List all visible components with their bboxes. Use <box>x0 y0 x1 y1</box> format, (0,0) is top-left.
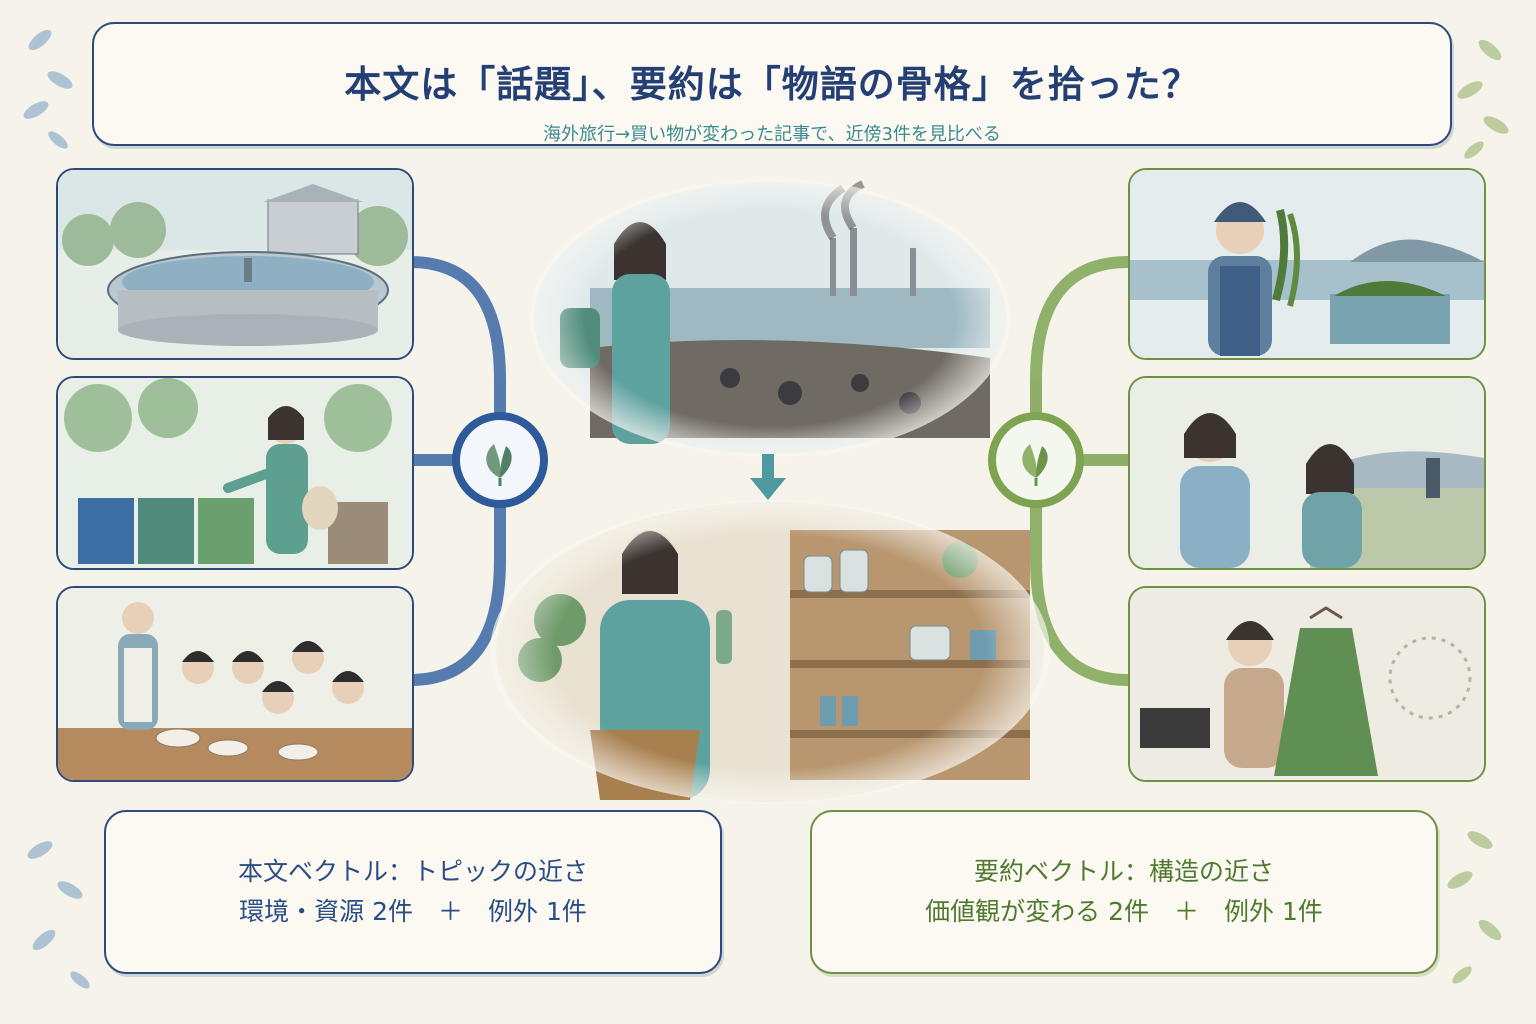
water-treatment-illustration <box>58 170 412 358</box>
title-box: 本文は「話題」、要約は「物語の骨格」を拾った？ 海外旅行→買い物が変わった記事で… <box>92 22 1452 146</box>
body-vector-caption-line1: 本文ベクトル：トピックの近さ <box>237 857 588 886</box>
summary-vector-caption-line1: 要約ベクトル：構造の近さ <box>973 857 1274 886</box>
neighbor-panel-dress-remake <box>1128 586 1486 782</box>
neighbor-panel-seaweed-fisher <box>1128 168 1486 360</box>
leaf-icon <box>1022 444 1048 486</box>
body-vector-caption-line2: 環境・資源 2件 ＋ 例外 1件 <box>239 897 587 926</box>
summary-vector-caption-line2: 価値観が変わる 2件 ＋ 例外 1件 <box>925 897 1323 926</box>
body-vector-caption-box: 本文ベクトル：トピックの近さ 環境・資源 2件 ＋ 例外 1件 <box>104 810 722 974</box>
seaweed-fisher-illustration <box>1130 170 1484 358</box>
structure-hub-icon <box>988 412 1084 508</box>
neighbor-panel-conversation <box>1128 376 1486 570</box>
center-travel-scene <box>530 178 1010 458</box>
body-vector-caption: 本文ベクトル：トピックの近さ 環境・資源 2件 ＋ 例外 1件 <box>106 852 720 932</box>
school-lunch-illustration <box>58 588 412 780</box>
page-subtitle: 海外旅行→買い物が変わった記事で、近傍3件を見比べる <box>543 124 1001 145</box>
page-title: 本文は「話題」、要約は「物語の骨格」を拾った？ <box>344 63 1200 106</box>
center-shopping-scene <box>490 500 1050 804</box>
neighbor-panel-water-treatment <box>56 168 414 360</box>
dress-remake-illustration <box>1130 588 1484 780</box>
summary-vector-caption: 要約ベクトル：構造の近さ 価値観が変わる 2件 ＋ 例外 1件 <box>812 852 1436 932</box>
neighbor-panel-school-lunch <box>56 586 414 782</box>
summary-vector-caption-box: 要約ベクトル：構造の近さ 価値観が変わる 2件 ＋ 例外 1件 <box>810 810 1438 974</box>
arrow-down-icon <box>750 454 786 500</box>
conversation-illustration <box>1130 378 1484 568</box>
neighbor-panel-recycling <box>56 376 414 570</box>
leaf-icon <box>486 444 512 486</box>
recycling-illustration <box>58 378 412 568</box>
topic-hub-icon <box>452 412 548 508</box>
